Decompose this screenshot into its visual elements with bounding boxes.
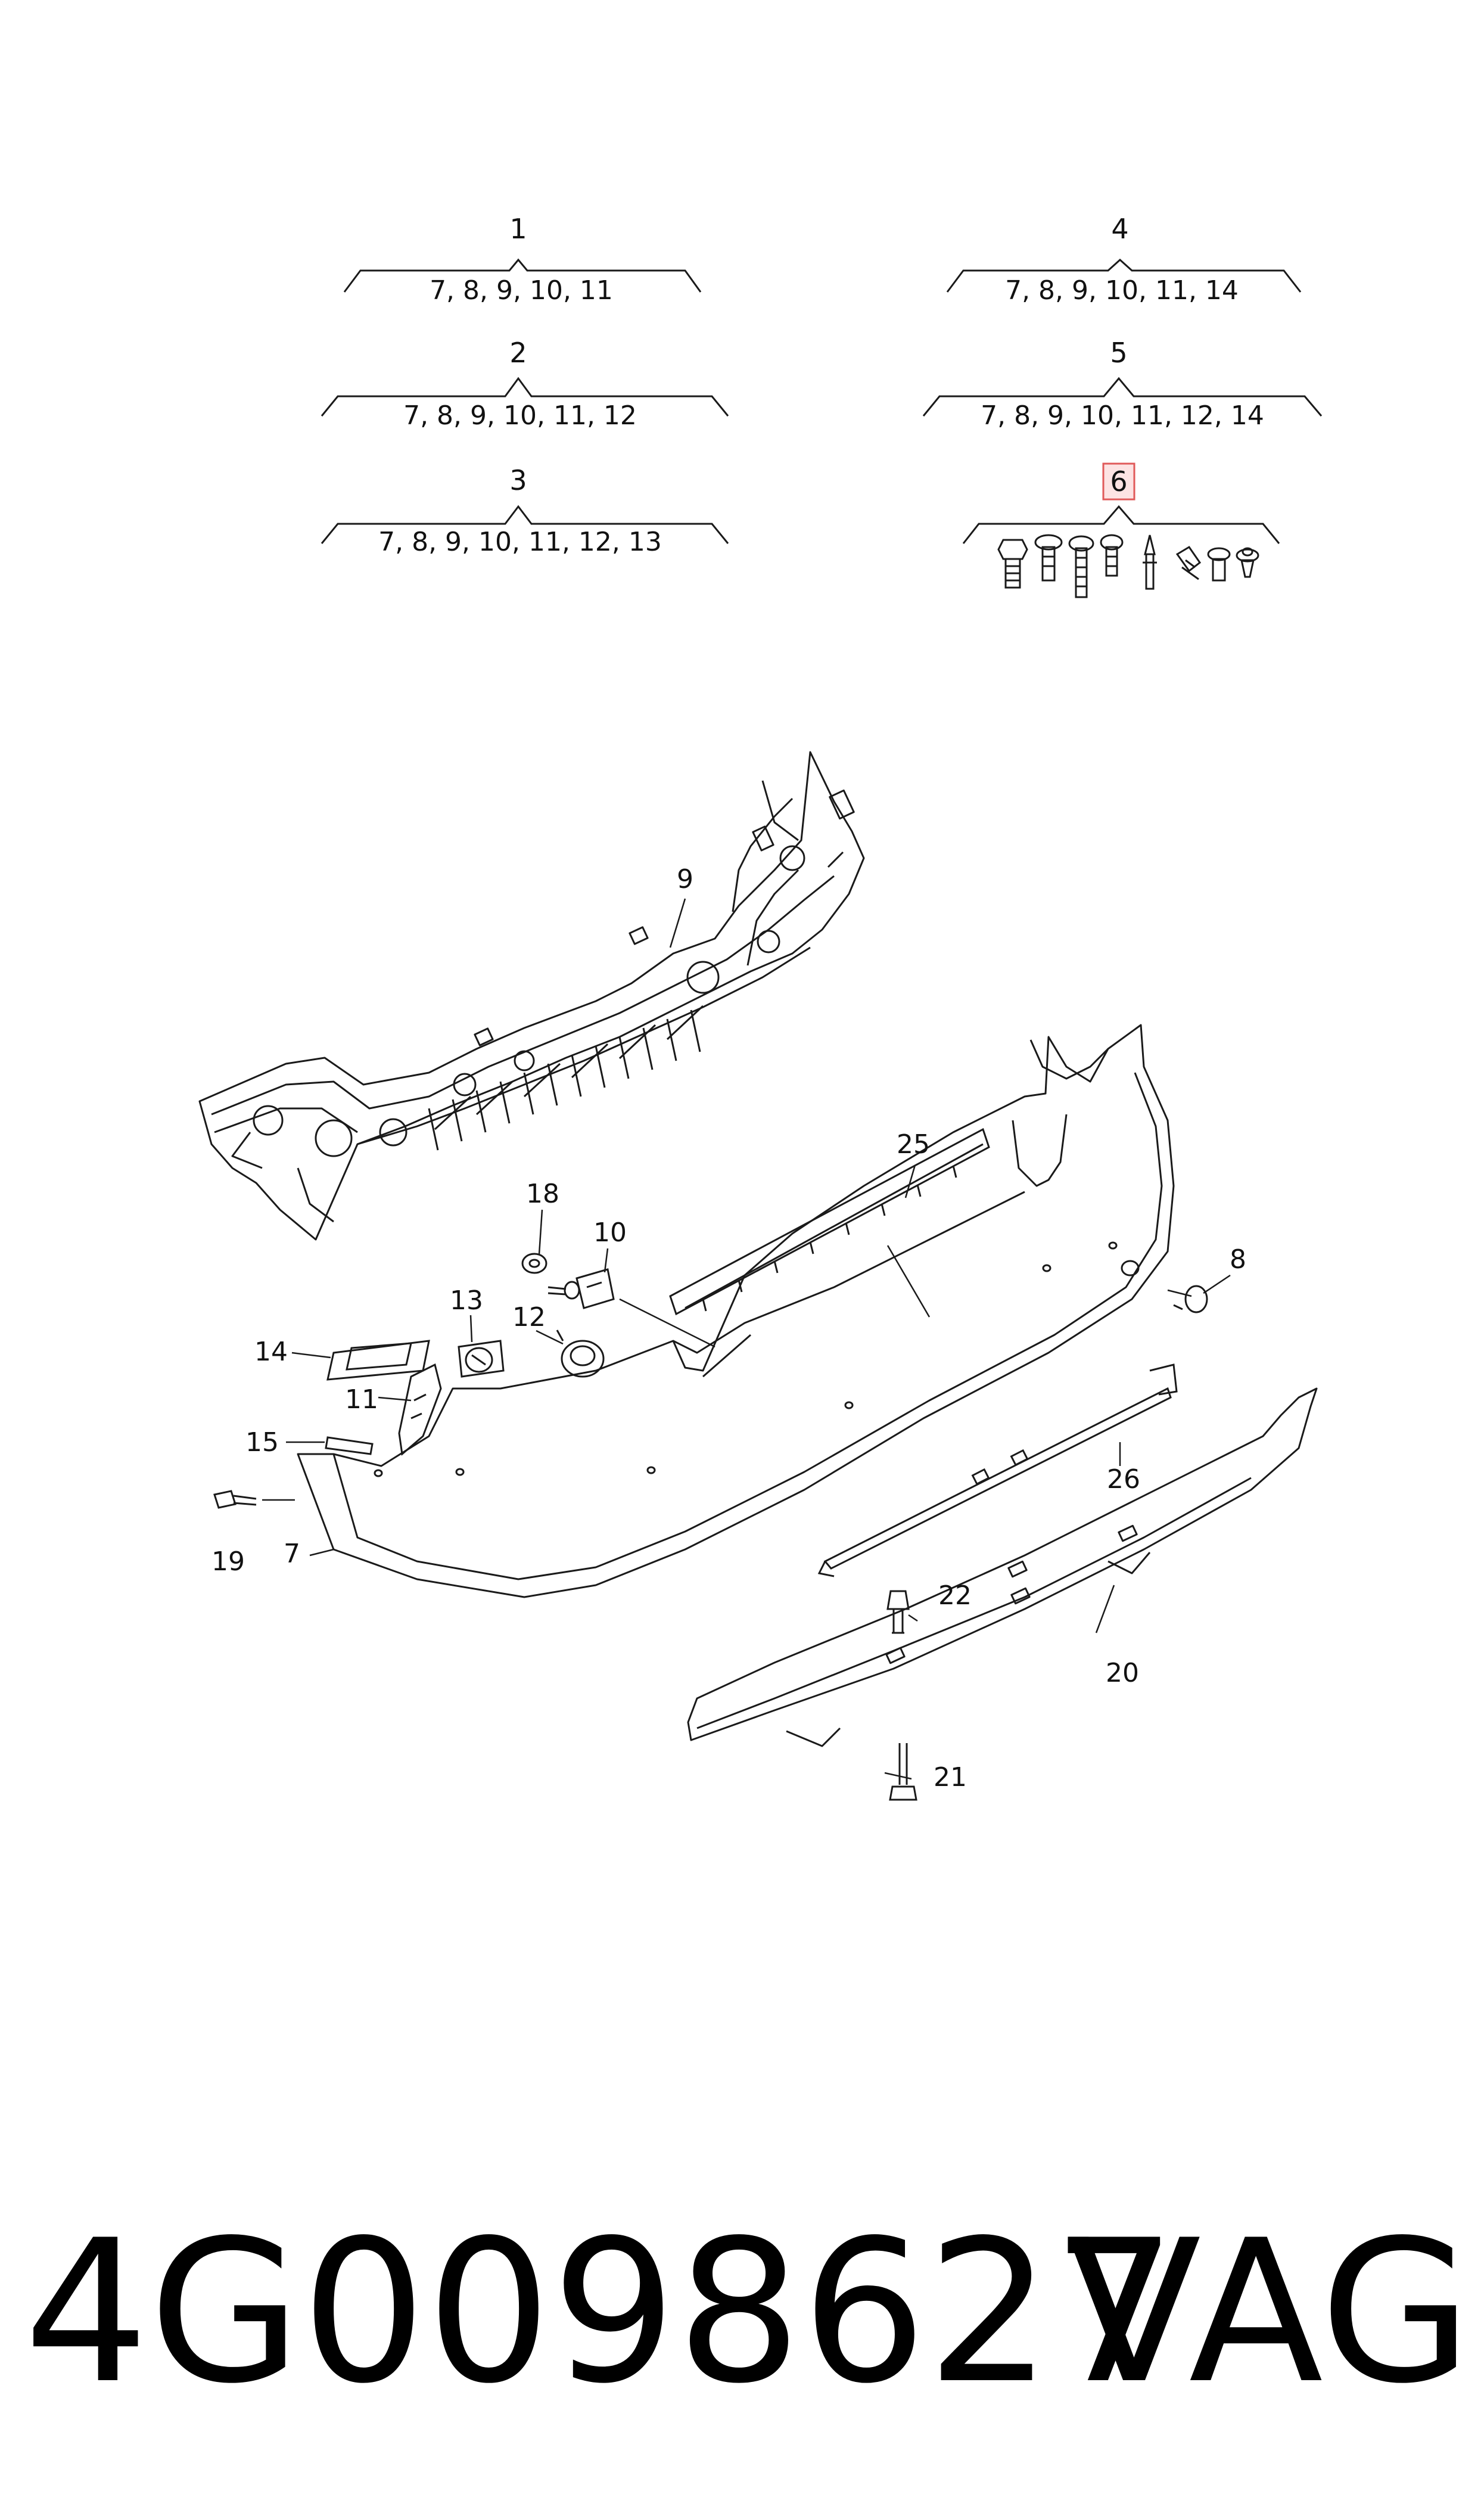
clip-part-22 [886,1590,910,1634]
side-bracket-part-11 [398,1363,442,1456]
tow-hook-cap-part-8 [1173,1285,1208,1313]
group-number-6: 6 [1110,465,1127,498]
short-screw-icon [1100,534,1124,577]
callout-9: 9 [677,864,693,894]
leader-lines [262,898,1231,1780]
group-number-1: 1 [509,213,527,245]
group-number-2: 2 [509,337,527,369]
group-bracket-1 [343,258,702,293]
part-number: 4G0098627 [24,2198,1177,2427]
hex-bolt-icon [997,539,1028,589]
callout-14: 14 [254,1337,288,1367]
rivet-icon [1143,535,1157,590]
callout-26: 26 [1107,1464,1140,1495]
bracket-strip-part-26 [817,1363,1178,1577]
callout-19: 19 [211,1546,245,1577]
fastener-set-icons [997,534,1259,598]
group-bracket-2 [321,377,729,417]
callout-7: 7 [284,1539,300,1569]
expansion-clip-icon [1207,547,1231,582]
group-items-1: 7, 8, 9, 10, 11 [430,275,613,306]
bolt-part-10-fastener [547,1281,580,1300]
torx-screw-icon [1034,534,1063,582]
bracket-part-10 [575,1268,615,1309]
push-rivet-icon [1236,547,1259,578]
cover-plate-part-14 [326,1340,430,1381]
callout-20: 20 [1106,1658,1139,1688]
group-bracket-6 [962,505,1280,544]
group-items-5: 7, 8, 9, 10, 11, 12, 14 [981,400,1264,431]
group-items-4: 7, 8, 9, 10, 11, 14 [1005,275,1239,306]
callout-15: 15 [245,1427,279,1458]
group-number-3: 3 [509,464,527,496]
sensor-holder-part-13 [458,1340,505,1378]
callout-11: 11 [345,1384,378,1415]
group-items-3: 7, 8, 9, 10, 11, 12, 13 [378,527,662,557]
long-screw-icon [1068,535,1094,598]
parking-sensor-part-12 [556,1330,605,1378]
reflector-strip-part-15 [325,1436,374,1455]
group-number-6-highlight [1102,462,1135,501]
group-number-5: 5 [1110,337,1127,369]
group-bracket-3 [321,505,729,544]
callout-21: 21 [934,1762,967,1793]
brand-label: VAG [1066,2198,1472,2427]
bumper-carrier-part-9 [198,751,865,1241]
nut-part-18 [521,1253,547,1274]
clip-icon [1175,545,1202,580]
group-items-2: 7, 8, 9, 10, 11, 12 [403,400,637,431]
moulding-strip-part-25 [669,1128,990,1316]
group-bracket-4 [946,258,1302,293]
callout-8: 8 [1230,1244,1246,1275]
screw-part-19 [213,1490,257,1509]
callout-12: 12 [512,1302,546,1333]
callout-25: 25 [897,1129,930,1160]
diffuser-part-20 [687,1387,1318,1747]
group-number-4: 4 [1111,213,1128,245]
callout-18: 18 [526,1179,559,1209]
callout-13: 13 [450,1285,483,1316]
callout-22: 22 [938,1580,972,1611]
group-bracket-5 [922,377,1323,417]
bumper-cover-part-7 [297,1024,1175,1598]
screw-part-21 [889,1743,917,1801]
callout-10: 10 [593,1217,627,1248]
